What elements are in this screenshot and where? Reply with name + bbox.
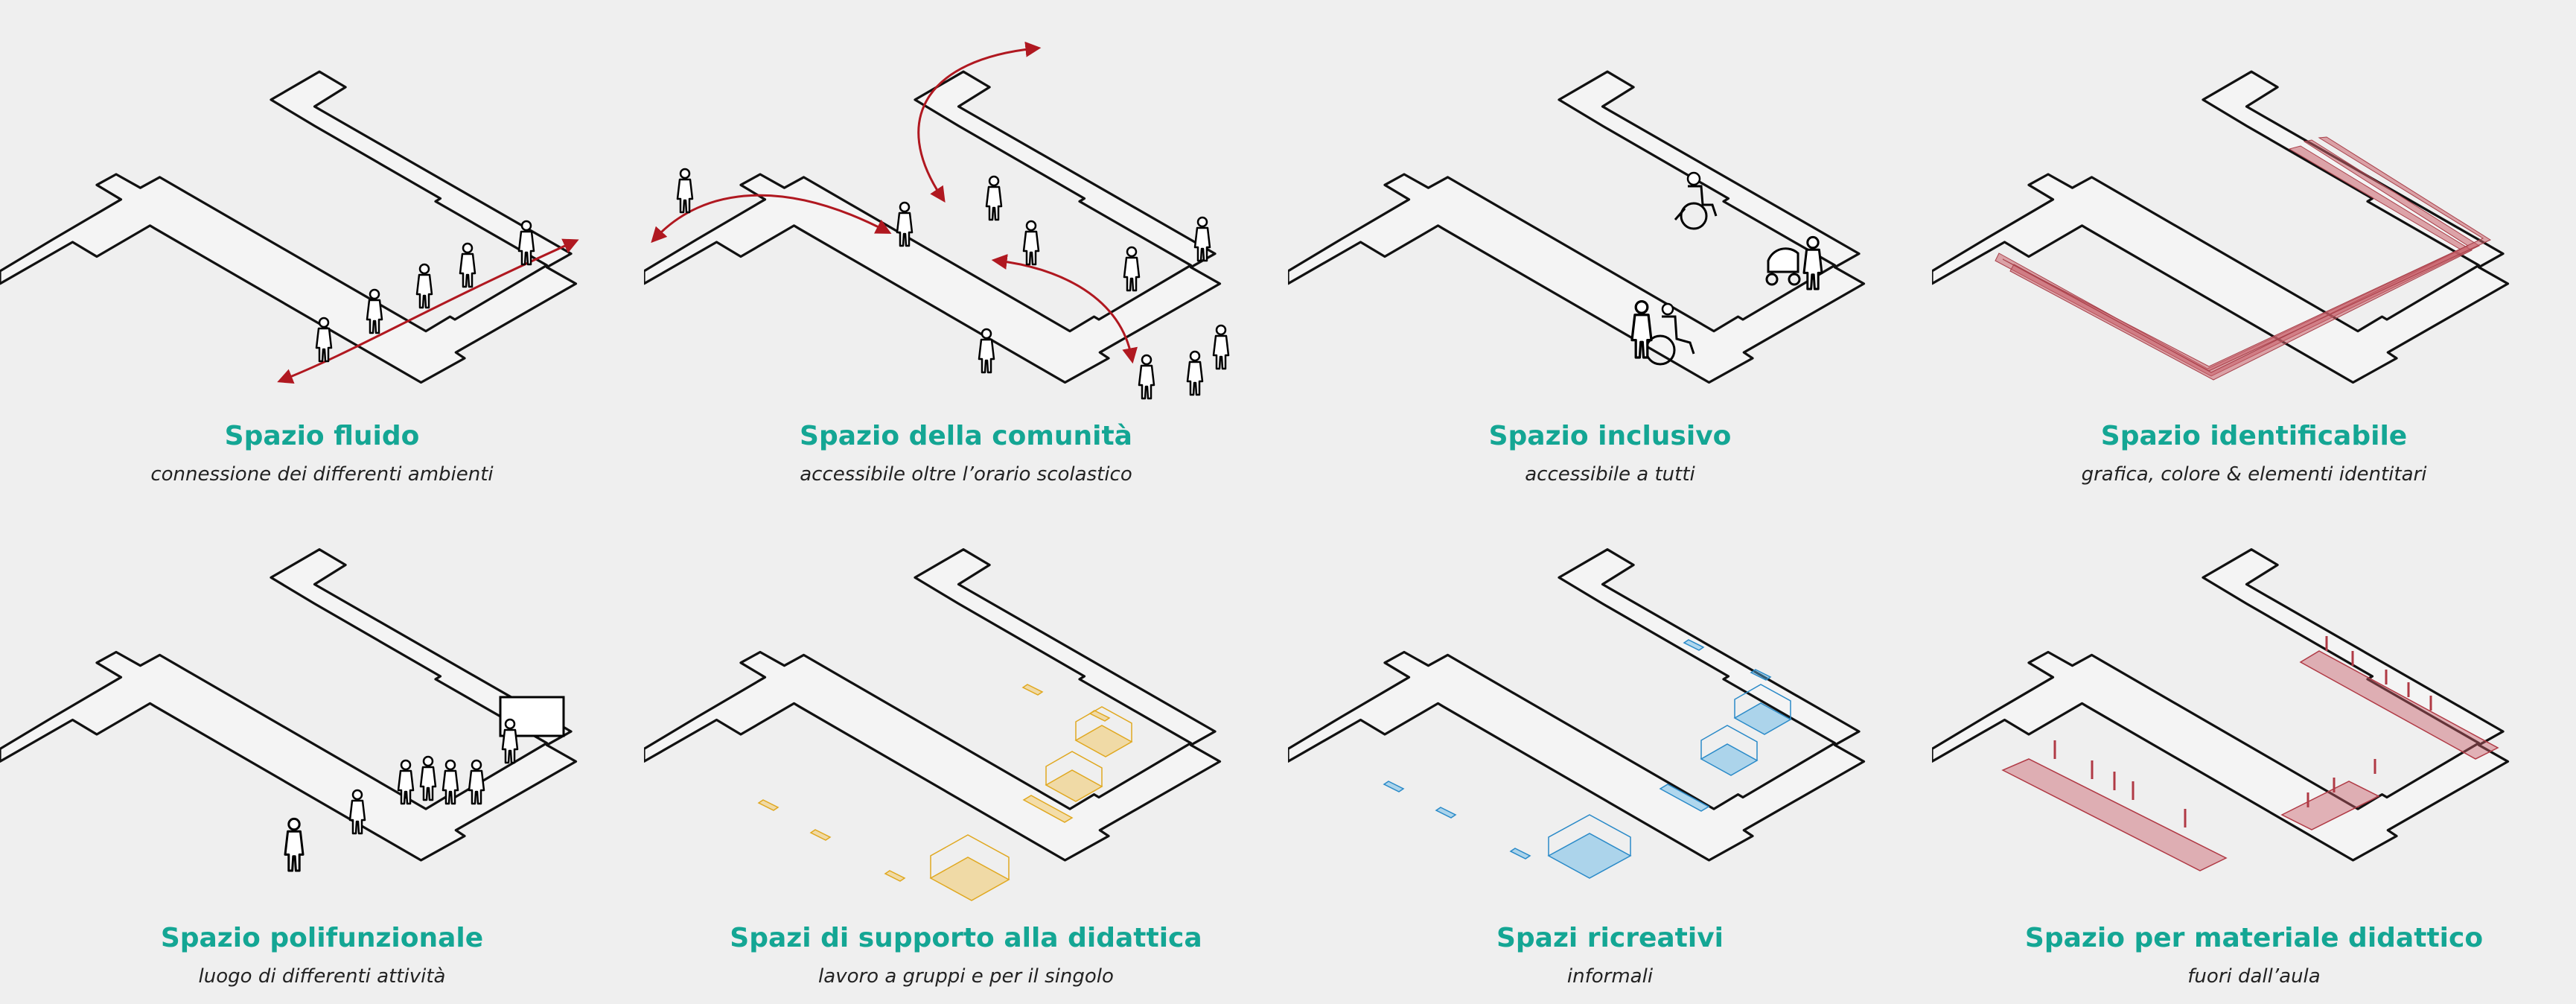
fluid-space-diagram: [0, 0, 644, 417]
panel-spazio-polifunzionale: Spazio polifunzionale luogo di different…: [0, 502, 644, 1004]
panel-spazio-comunita: Spazio della comunità accessibile oltre …: [644, 0, 1288, 502]
panel-title: Spazio inclusivo: [1288, 421, 1932, 451]
panel-spazi-supporto: Spazi di supporto alla didattica lavoro …: [644, 502, 1288, 1004]
person-icon: [417, 264, 432, 308]
person-icon: [1214, 325, 1228, 369]
panel-subtitle: lavoro a gruppi e per il singolo: [644, 965, 1288, 988]
panel-spazio-materiale: Spazio per materiale didattico fuori dal…: [1932, 502, 2576, 1004]
recreation-space-diagram: [1288, 502, 1932, 919]
panel-title: Spazio fluido: [0, 421, 644, 451]
person-icon: [1124, 247, 1139, 290]
panel-subtitle: connessione dei differenti ambienti: [0, 463, 644, 486]
panel-spazio-inclusivo: Spazio inclusivo accessibile a tutti: [1288, 0, 1932, 502]
person-icon: [1187, 352, 1202, 395]
panel-title: Spazi ricreativi: [1288, 923, 1932, 953]
panel-subtitle: luogo di differenti attività: [0, 965, 644, 988]
panel-title: Spazi di supporto alla didattica: [644, 923, 1288, 953]
panel-title: Spazio per materiale didattico: [1932, 923, 2576, 953]
multifunctional-space-diagram: [0, 502, 644, 919]
support-volumes: [759, 684, 1132, 900]
identifiable-space-diagram: [1932, 0, 2576, 417]
panel-spazi-ricreativi: Spazi ricreativi informali: [1288, 502, 1932, 1004]
teaching-material-diagram: [1932, 502, 2576, 919]
panel-title: Spazio identificabile: [1932, 421, 2576, 451]
panel-spazio-identificabile: Spazio identificabile grafica, colore & …: [1932, 0, 2576, 502]
person-icon: [460, 244, 475, 287]
stroller-icon: [1767, 237, 1822, 289]
identity-graphic: [1995, 137, 2490, 380]
panel-spazio-fluido: Spazio fluido connessione dei differenti…: [0, 0, 644, 502]
inclusive-space-diagram: [1288, 0, 1932, 417]
panel-subtitle: accessibile oltre l’orario scolastico: [644, 463, 1288, 486]
person-icon: [1139, 355, 1154, 398]
panel-title: Spazio della comunità: [644, 421, 1288, 451]
panel-subtitle: fuori dall’aula: [1932, 965, 2576, 988]
panel-subtitle: informali: [1288, 965, 1932, 988]
support-space-diagram: [644, 502, 1288, 919]
person-icon: [1024, 221, 1039, 264]
person-icon: [678, 169, 692, 212]
person-icon: [986, 177, 1001, 220]
panel-title: Spazio polifunzionale: [0, 923, 644, 953]
community-space-diagram: [644, 0, 1288, 417]
panel-subtitle: grafica, colore & elementi identitari: [1932, 463, 2576, 486]
panel-subtitle: accessibile a tutti: [1288, 463, 1932, 486]
